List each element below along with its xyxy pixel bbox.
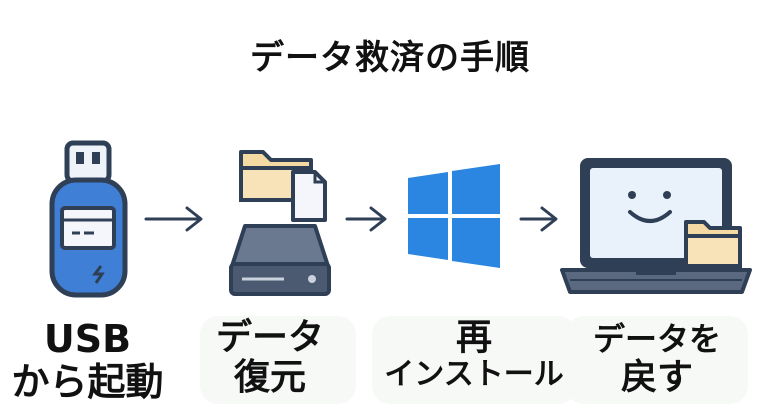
- right-arrow-icon: [144, 206, 203, 232]
- step-3-label: 再 インストール: [372, 317, 576, 393]
- page-title: データ救済の手順: [250, 38, 530, 78]
- step-1-label-line1: USB: [43, 317, 132, 361]
- step-1-label: USB から起動: [0, 318, 175, 403]
- label-background: [372, 316, 576, 404]
- hard-drive-with-folder-icon: [229, 150, 331, 296]
- step-1-label-line2: から起動: [11, 359, 164, 404]
- step-4-label-line1: データを: [592, 320, 721, 358]
- label-background: [200, 316, 356, 404]
- step-3-label-line1: 再: [455, 317, 492, 358]
- step-4-label: データを 戻す: [566, 320, 748, 398]
- step-2-label-line1: データ: [215, 317, 324, 358]
- step-2-label: データ 復元: [200, 317, 340, 399]
- laptop-with-folder-icon: [560, 158, 752, 294]
- step-2-label-line2: 復元: [233, 357, 306, 399]
- right-arrow-icon: [519, 206, 558, 232]
- usb-drive-icon: [49, 140, 128, 298]
- windows-logo-icon: [408, 164, 500, 268]
- step-3-label-line2: インストール: [384, 357, 564, 393]
- label-background: [566, 316, 748, 404]
- right-arrow-icon: [345, 206, 387, 232]
- step-4-label-line2: 戻す: [620, 356, 693, 398]
